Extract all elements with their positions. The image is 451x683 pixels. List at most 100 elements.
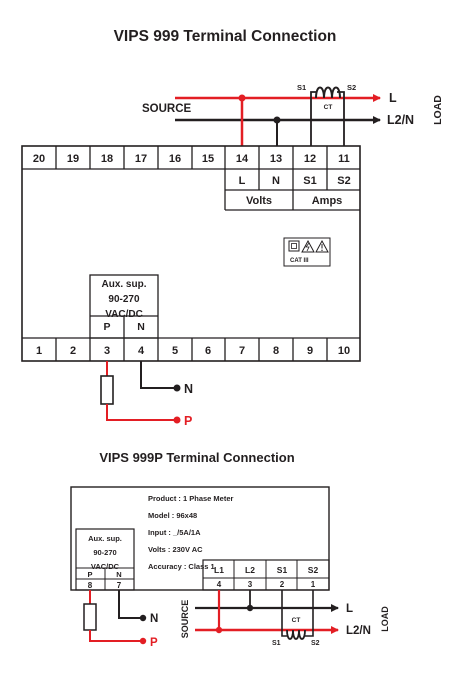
- p-ct-s1-label: S1: [272, 640, 281, 647]
- ct-coil-icon: [315, 86, 341, 99]
- meter-body: [21, 145, 361, 362]
- p-ct-label: CT: [292, 617, 301, 624]
- input-line: Input : _/5A/1A: [148, 528, 201, 537]
- n-wire: [140, 361, 176, 389]
- p-p-terminal-dot: [139, 637, 147, 645]
- aux-line3: VAC/DC: [105, 309, 143, 320]
- hazard-voltage-icon: [301, 239, 315, 253]
- p-junction-n: [246, 604, 254, 612]
- terminal-19: 19: [67, 153, 79, 165]
- p-ct-s2-label: S2: [311, 640, 320, 647]
- terminal-5: 5: [172, 345, 178, 357]
- p-func-s2: S2: [308, 565, 319, 575]
- wire-n-label: N: [184, 382, 193, 396]
- vips999p-meter-body: [70, 486, 330, 591]
- group-volts: Volts: [246, 195, 272, 207]
- double-insulation-icon: [288, 240, 300, 252]
- ct-s2-label: S2: [347, 83, 356, 92]
- vips999-title: VIPS 999 Terminal Connection: [114, 28, 337, 45]
- bottom-terminal-dividers: [55, 338, 328, 361]
- p-terminal-7: 7: [117, 581, 122, 590]
- p-aux-line2: 90-270: [93, 548, 116, 557]
- terminal-7: 7: [239, 345, 245, 357]
- cat-iii-label: CAT III: [290, 258, 309, 264]
- aux-line2: 90-270: [108, 294, 140, 305]
- terminal-20: 20: [33, 153, 45, 165]
- vips999p-diagram: VIPS 999P Terminal Connection Product : …: [70, 450, 390, 649]
- p-func-l1: L1: [214, 565, 224, 575]
- p-func-l2: L2: [245, 565, 255, 575]
- cat-iii-badge: CAT III: [283, 237, 331, 267]
- fuse-icon: [100, 375, 114, 405]
- terminal-1: 1: [36, 345, 42, 357]
- ct-label: CT: [324, 104, 333, 111]
- vips999-diagram: VIPS 999 Terminal Connection SOURCE L L2…: [21, 28, 444, 428]
- p-source-load-wiring: CT S1 S2 SOURCE L L2/N LOAD: [180, 590, 390, 647]
- terminal-4: 4: [138, 345, 145, 357]
- terminal-9: 9: [307, 345, 313, 357]
- terminal-3: 3: [104, 345, 110, 357]
- terminal-2: 2: [70, 345, 76, 357]
- function-l: L: [239, 175, 246, 187]
- ct-s1-label: S1: [297, 83, 306, 92]
- terminal-12: 12: [304, 153, 316, 165]
- terminal-11: 11: [338, 153, 350, 165]
- vips999p-title: VIPS 999P Terminal Connection: [99, 450, 294, 465]
- terminal-10: 10: [338, 345, 350, 357]
- p-wire-n-label: N: [150, 613, 158, 625]
- ct-lead-s1: [310, 91, 316, 146]
- p-terminal-4: 4: [217, 580, 222, 589]
- line-l2n-label: L2/N: [387, 113, 414, 127]
- caution-icon: [315, 239, 329, 253]
- p-load-label: LOAD: [380, 606, 390, 632]
- function-s2: S2: [337, 175, 350, 187]
- terminal-15: 15: [202, 153, 214, 165]
- p-fuse-icon: [83, 603, 97, 631]
- volts-line: Volts : 230V AC: [148, 545, 203, 554]
- p-ct-coil-icon: [286, 629, 306, 640]
- load-label: LOAD: [432, 95, 444, 125]
- terminal-16: 16: [169, 153, 181, 165]
- terminal-14: 14: [236, 153, 249, 165]
- line-l-label: L: [389, 91, 397, 105]
- p-terminal-8: 8: [88, 581, 93, 590]
- p-junction-l: [215, 626, 223, 634]
- terminal-13: 13: [270, 153, 282, 165]
- p-func-s1: S1: [277, 565, 288, 575]
- group-amps: Amps: [312, 195, 343, 207]
- p-wire-p-label: P: [150, 637, 158, 649]
- p-n-terminal-dot: [139, 614, 147, 622]
- n-terminal-dot: [173, 384, 181, 392]
- p-aux-p: P: [87, 570, 92, 579]
- product-line: Product : 1 Phase Meter: [148, 494, 234, 503]
- p-terminal-block: L1 L2 S1 S2 4 3 2 1: [202, 559, 330, 591]
- source-label: SOURCE: [142, 103, 192, 115]
- p-wire: [106, 404, 176, 421]
- top-terminal-numbers: 20 19 18 17 16 15 14 13 12 11: [33, 153, 350, 165]
- top-terminal-dividers: [55, 146, 328, 169]
- product-info: Product : 1 Phase Meter Model : 96x48 In…: [148, 494, 234, 571]
- p-ct-lead-s2: [305, 590, 314, 637]
- aux-supply-wiring: N P: [100, 361, 193, 428]
- terminal-8: 8: [273, 345, 279, 357]
- p-aux-line1: Aux. sup.: [88, 534, 122, 543]
- p-aux-block: Aux. sup. 90-270 VAC/DC P N 8 7: [75, 528, 135, 591]
- p-aux-line3: VAC/DC: [91, 562, 120, 571]
- terminal-6: 6: [205, 345, 211, 357]
- p-aux-n: N: [116, 570, 121, 579]
- p-line-l-label: L: [346, 603, 353, 615]
- p-line-l2n-label: L2/N: [346, 625, 371, 637]
- p-terminal-dot: [173, 416, 181, 424]
- function-s1: S1: [303, 175, 316, 187]
- p-source-label: SOURCE: [180, 600, 190, 639]
- p-terminal-1: 1: [311, 580, 316, 589]
- terminal-17: 17: [135, 153, 147, 165]
- terminal-18: 18: [101, 153, 113, 165]
- p-p-wire: [89, 630, 142, 642]
- aux-supply-block: Aux. sup. 90-270 VAC/DC P N: [89, 274, 159, 339]
- function-n: N: [272, 175, 280, 187]
- aux-n: N: [137, 321, 145, 333]
- bottom-terminal-numbers: 1 2 3 4 5 6 7 8 9 10: [36, 345, 350, 357]
- p-ct-lead-s1: [281, 590, 287, 637]
- vips999-source-load-wiring: SOURCE L L2/N LOAD S1 S2 CT: [142, 83, 444, 146]
